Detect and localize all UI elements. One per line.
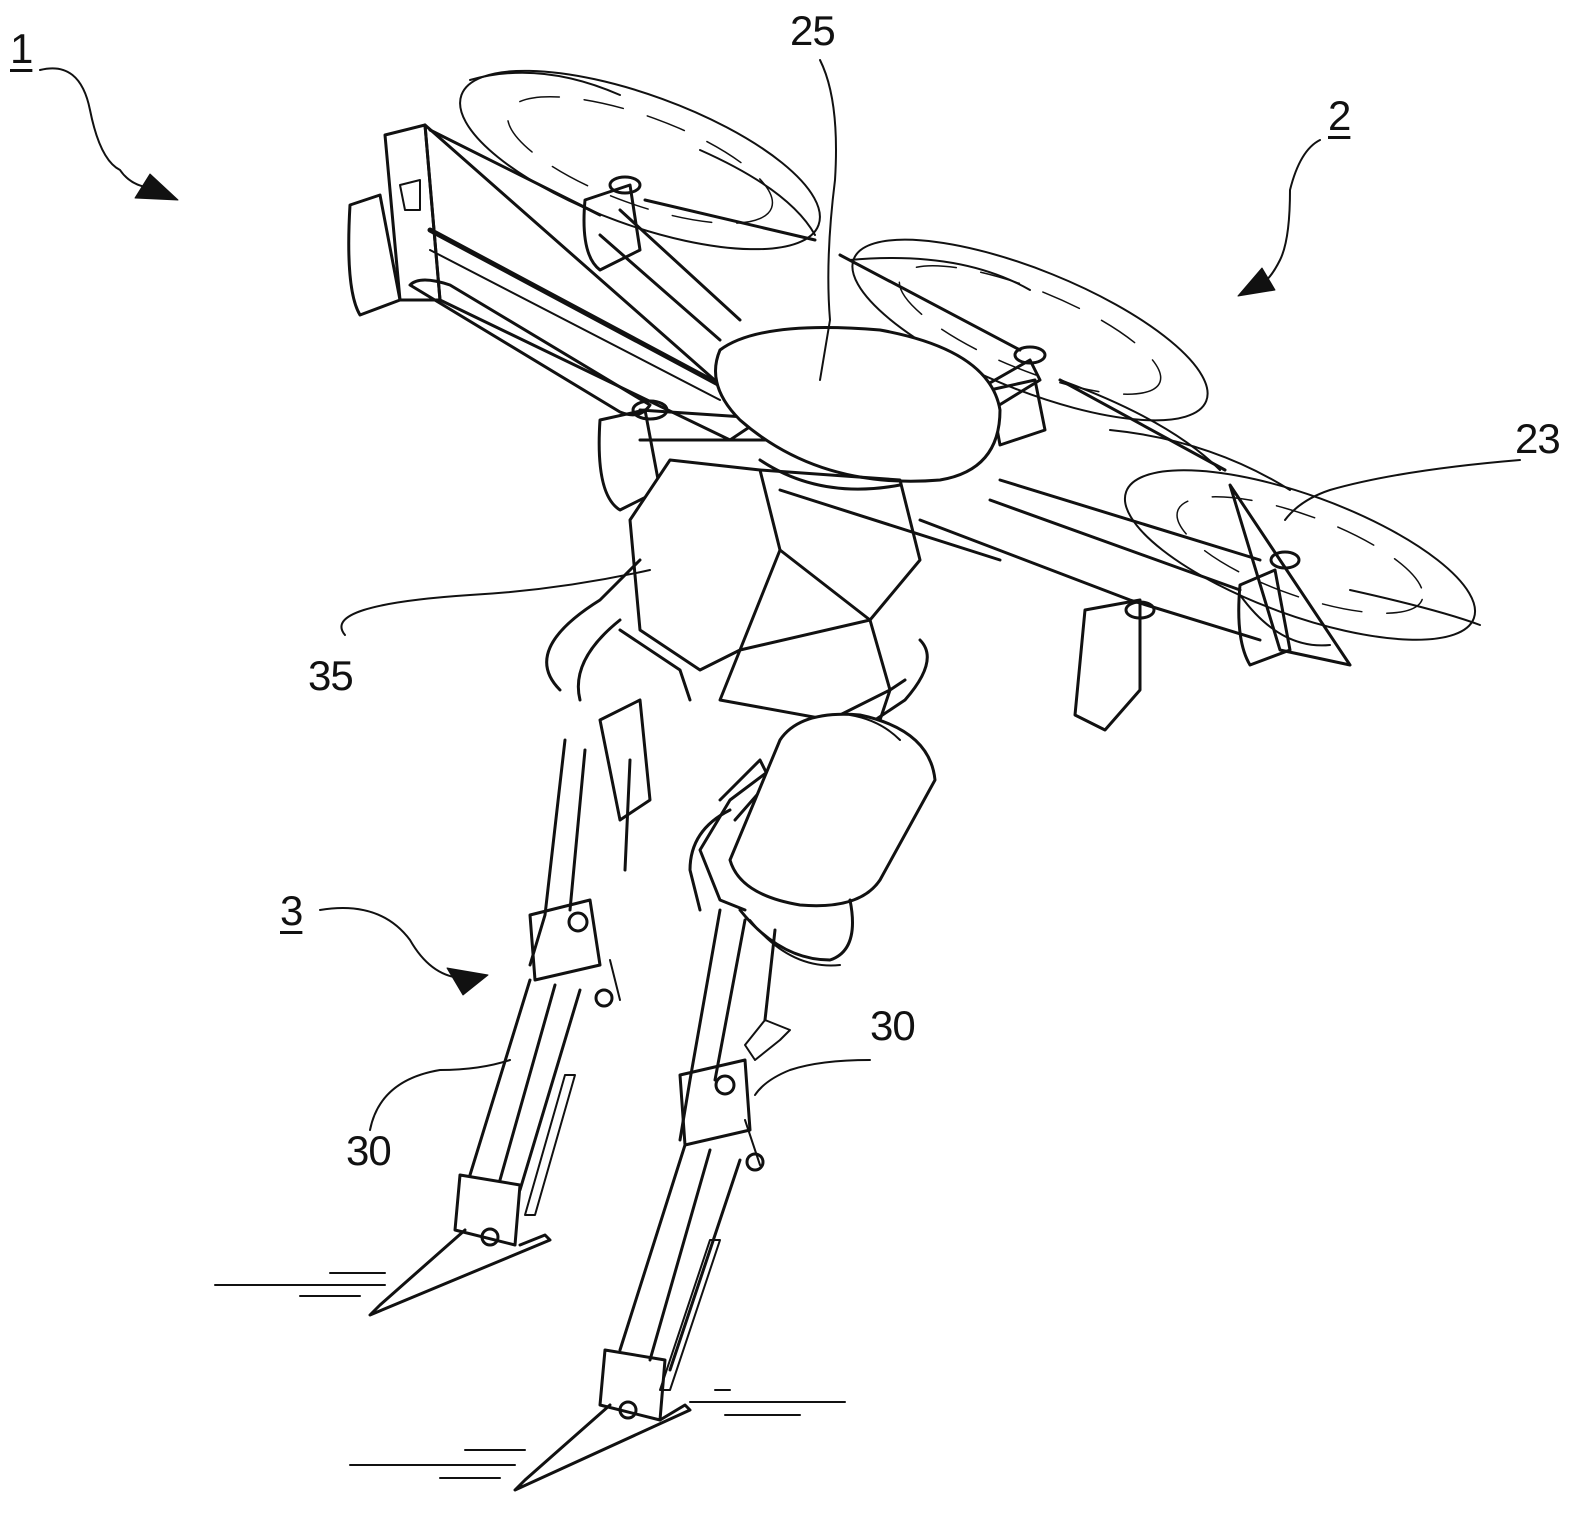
battery-pack (730, 680, 935, 965)
ref-label-1: 1 (10, 28, 32, 70)
leader-3 (320, 908, 460, 978)
rotor-right-23 (1106, 430, 1495, 675)
arrow-2-icon (1238, 268, 1275, 296)
rotor-front-blade (410, 280, 650, 415)
leader-23 (1285, 460, 1520, 520)
leader-2 (1260, 140, 1320, 285)
ref-label-35: 35 (308, 655, 353, 697)
arrow-3-icon (447, 968, 488, 995)
ref-label-3: 3 (280, 890, 302, 932)
ref-label-30-left: 30 (346, 1130, 391, 1172)
leader-35 (341, 570, 650, 635)
leader-30-left (370, 1060, 510, 1130)
ref-label-23: 23 (1515, 418, 1560, 460)
ref-label-2: 2 (1328, 95, 1350, 137)
center-hub (716, 328, 1001, 490)
ground-lines-right (350, 1390, 845, 1478)
rotor-front-left (430, 34, 841, 286)
leader-lines (40, 60, 1520, 1130)
leader-30-right (755, 1060, 870, 1095)
ref-label-30-right: 30 (870, 1005, 915, 1047)
leader-1 (40, 68, 150, 188)
arrow-1-icon (135, 174, 178, 200)
ref-label-25: 25 (790, 10, 835, 52)
ground-lines-left (215, 1273, 385, 1296)
hip-housing (620, 460, 920, 720)
left-leg (370, 560, 650, 1315)
